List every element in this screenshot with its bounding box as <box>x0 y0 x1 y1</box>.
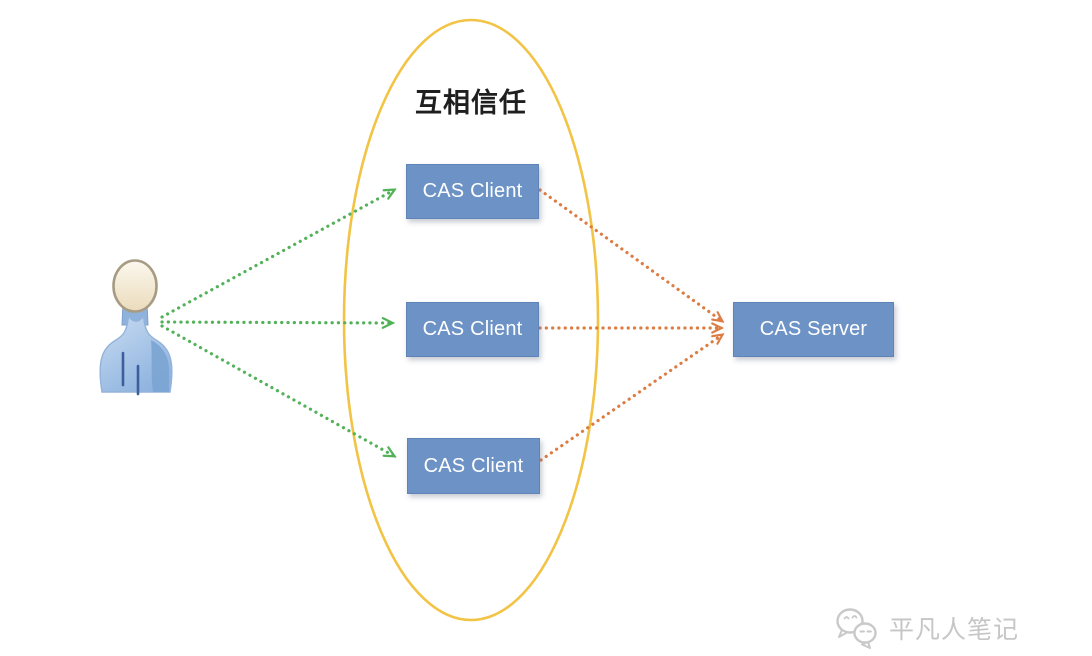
cas-client-box-2: CAS Client <box>406 302 539 357</box>
watermark-text: 平凡人笔记 <box>889 616 1020 644</box>
user-to-client-arrow-3 <box>160 324 394 456</box>
cas-server-label: CAS Server <box>759 318 868 340</box>
cas-client-box-3: CAS Client <box>407 438 540 494</box>
user-to-client-arrow-2 <box>160 322 392 323</box>
trust-circle <box>342 18 600 622</box>
wechat-logo-icon <box>836 608 877 649</box>
cas-server-box: CAS Server <box>733 302 894 357</box>
trust-circle-label: 互相信任 <box>415 88 527 118</box>
watermark: 平凡人笔记 <box>834 604 1019 652</box>
cas-client-label-1: CAS Client <box>422 180 523 202</box>
cas-client-label-3: CAS Client <box>423 454 524 477</box>
client-to-server-arrow-1 <box>538 188 722 321</box>
cas-client-box-1: CAS Client <box>406 164 539 219</box>
client-to-server-arrow-3 <box>539 335 722 462</box>
cas-client-label-2: CAS Client <box>422 318 523 340</box>
person-icon <box>99 259 173 396</box>
user-to-client-arrow-1 <box>160 190 394 319</box>
